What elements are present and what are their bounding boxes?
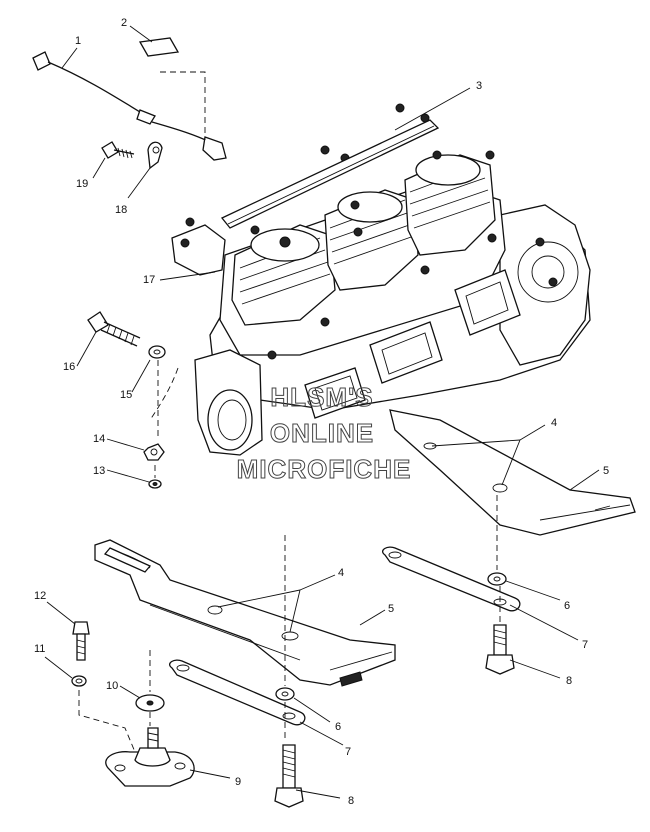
washer-6-front: [275, 687, 295, 701]
bolt-19: [101, 141, 135, 159]
callout-17: 17: [143, 274, 155, 286]
callout-9: 9: [235, 776, 241, 788]
callout-3: 3: [476, 80, 482, 92]
washer-15: [148, 345, 166, 359]
bolt-8-front: [274, 744, 304, 808]
callout-10: 10: [106, 680, 118, 692]
engine-mount-plate-front: [94, 539, 396, 687]
callout-8-rear: 8: [566, 675, 572, 687]
watermark-line-1: HLSM'S: [270, 382, 373, 412]
motor-mount: [105, 727, 195, 787]
callout-8-front: 8: [348, 795, 354, 807]
spark-plug-wire: [32, 51, 227, 161]
callout-2: 2: [121, 17, 127, 29]
callout-12: 12: [34, 590, 46, 602]
decal: [138, 37, 180, 57]
callout-13: 13: [93, 465, 105, 477]
callout-5-upper: 5: [603, 465, 609, 477]
callout-7-front: 7: [345, 746, 351, 758]
callout-7-rear: 7: [582, 639, 588, 651]
nut-14: [143, 443, 165, 461]
washer-10: [135, 694, 165, 712]
cylinder-2: [324, 189, 419, 291]
leader-lines: [44, 25, 600, 799]
callout-5-lower: 5: [388, 603, 394, 615]
fuel-rail: [220, 119, 440, 229]
watermark: HLSM'S ONLINE MICROFICHE: [236, 382, 412, 485]
watermark-line-2: ONLINE: [270, 418, 374, 448]
callout-6-front: 6: [335, 721, 341, 733]
bolt-16: [87, 311, 141, 347]
cylinder-1: [231, 224, 336, 326]
bolt-8-rear: [485, 624, 515, 675]
lock-washer-11: [71, 675, 87, 687]
washer-13: [148, 479, 162, 489]
callout-19: 19: [76, 178, 88, 190]
callout-labels: 1 2 3 4 4 5 5 6 6 7 7 8 8 9 10 11 12 13 …: [34, 17, 609, 807]
callout-4-upper: 4: [551, 417, 557, 429]
callout-4-lower: 4: [338, 567, 344, 579]
washer-6-rear: [487, 572, 507, 586]
head-bolts: [185, 103, 497, 360]
callout-18: 18: [115, 204, 127, 216]
spacer-plate-front: [168, 659, 306, 726]
watermark-line-3: MICROFICHE: [237, 454, 412, 484]
alignment-lines: [78, 71, 501, 753]
callout-16: 16: [63, 361, 75, 373]
callout-11: 11: [34, 643, 45, 655]
callout-15: 15: [120, 389, 132, 401]
engine-assembly: [171, 103, 636, 536]
callout-1: 1: [75, 35, 81, 47]
callout-14: 14: [93, 433, 105, 445]
bolt-12: [72, 621, 90, 661]
cylinder-3: [404, 150, 496, 256]
reed-valves: [304, 269, 521, 419]
clip-18: [147, 141, 163, 170]
callout-6-rear: 6: [564, 600, 570, 612]
